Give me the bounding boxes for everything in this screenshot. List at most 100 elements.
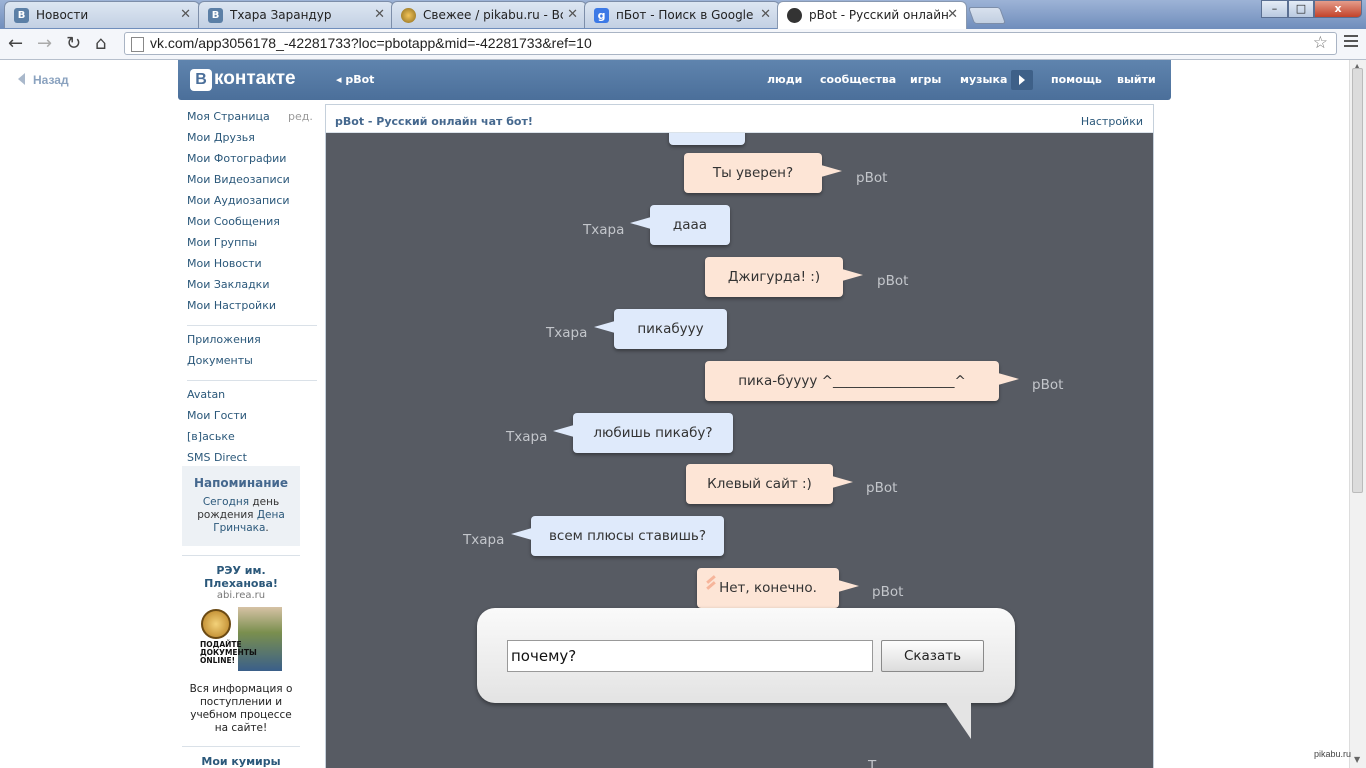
new-tab-button[interactable] (967, 7, 1007, 24)
user-sender-label: Тхара (506, 429, 548, 445)
reload-icon[interactable]: ↻ (66, 33, 82, 54)
bot-message-text: Нет, конечно. (719, 580, 817, 596)
home-icon[interactable]: ⌂ (95, 33, 107, 54)
bottom-sender-label: Т (868, 758, 877, 768)
tab-title: Тхара Зарандур (230, 8, 332, 22)
back-link[interactable]: Назад (18, 73, 69, 87)
left-menu: Моя Страница Мои Друзья Мои Фотографии М… (187, 110, 322, 472)
nav-games[interactable]: игры (910, 73, 942, 86)
user-message: пикабууу (594, 309, 727, 349)
close-tab-icon[interactable]: ✕ (567, 7, 578, 22)
menu-photos[interactable]: Мои Фотографии (187, 152, 287, 165)
menu-apps[interactable]: Приложения (187, 333, 261, 346)
menu-groups[interactable]: Мои Группы (187, 236, 258, 249)
tab-title: pBot - Русский онлайн ч (809, 8, 949, 22)
menu-my-page[interactable]: Моя Страница (187, 110, 270, 123)
scroll-thumb[interactable] (1352, 68, 1363, 493)
menu-documents[interactable]: Документы (187, 354, 253, 367)
menu-sms-direct[interactable]: SMS Direct (187, 451, 247, 464)
message-input[interactable] (507, 640, 873, 672)
google-icon: g (594, 8, 609, 23)
nav-communities[interactable]: сообщества (820, 73, 897, 86)
reminder-name-link[interactable]: Дена Гринчака (213, 509, 285, 534)
input-panel-tail (945, 701, 971, 739)
page-icon (131, 37, 144, 52)
bot-sender-label: pBot (866, 480, 898, 496)
ad-domain: abi.rea.ru (216, 590, 266, 601)
browser-tab[interactable]: В Тхара Зарандур ✕ (198, 1, 394, 28)
ad-title[interactable]: РЭУ им. Плеханова! (204, 564, 278, 590)
nav-music[interactable]: музыка (960, 73, 1008, 86)
menu-audio[interactable]: Мои Аудиозаписи (187, 194, 290, 207)
browser-tab[interactable]: Свежее / pikabu.ru - Все ✕ (391, 1, 587, 28)
minimize-button[interactable]: – (1261, 0, 1288, 18)
forward-arrow-icon[interactable]: → (37, 33, 53, 54)
chat-area: Ты уверен? pBot дааа Тхара Джигурда! :) … (326, 133, 1153, 768)
bot-message: Нет, конечно. (697, 568, 859, 608)
menu-settings[interactable]: Мои Настройки (187, 299, 276, 312)
vk-icon: В (208, 8, 223, 23)
idols-title[interactable]: Мои кумиры (182, 746, 300, 768)
back-arrow-icon[interactable]: ← (8, 33, 24, 54)
browser-tab[interactable]: g пБот - Поиск в Google ✕ (584, 1, 780, 28)
app-frame-title: pBot - Русский онлайн чат бот! (335, 115, 533, 128)
message-input-panel: Сказать (477, 608, 1015, 739)
url-text[interactable]: vk.com/app3056178_-42281733?loc=pbotapp&… (150, 35, 592, 51)
menu-divider (187, 380, 317, 381)
music-play-button[interactable] (1011, 70, 1033, 90)
bot-sender-label: pBot (872, 584, 904, 600)
user-message: любишь пикабу? (553, 413, 733, 453)
menu-bookmarks[interactable]: Мои Закладки (187, 278, 270, 291)
maximize-button[interactable]: □ (1288, 0, 1314, 18)
scroll-up-icon[interactable]: ▲ (1354, 62, 1361, 71)
menu-vaske[interactable]: [в]аське (187, 430, 235, 443)
play-icon (1019, 75, 1025, 85)
vk-icon: В (14, 8, 29, 23)
close-tab-icon[interactable]: ✕ (760, 7, 771, 22)
browser-tabstrip: В Новости ✕ В Тхара Зарандур ✕ Свежее / … (0, 0, 1366, 30)
close-tab-icon[interactable]: ✕ (947, 7, 958, 22)
browser-tab[interactable]: В Новости ✕ (4, 1, 200, 28)
reminder-today-link[interactable]: Сегодня (202, 496, 250, 508)
typing-pencil-icon (706, 575, 716, 597)
app-frame: pBot - Русский онлайн чат бот! Настройки… (325, 104, 1154, 768)
bot-message: пика-буууу ^__________________^ (705, 361, 1019, 401)
menu-news[interactable]: Мои Новости (187, 257, 262, 270)
header-app-link[interactable]: ◂ pBot (336, 73, 375, 86)
reminder-box: Напоминание Сегодня день рождения Дена Г… (182, 466, 300, 546)
vk-logo-text: контакте (214, 68, 296, 89)
close-tab-icon[interactable]: ✕ (180, 7, 191, 22)
browser-menu-icon[interactable] (1344, 35, 1358, 49)
menu-guests[interactable]: Мои Гости (187, 409, 247, 422)
university-emblem (201, 609, 231, 639)
bot-message: Клевый сайт :) (686, 464, 853, 504)
bookmark-star-icon[interactable]: ☆ (1312, 33, 1328, 53)
chat-bubble-partial (669, 133, 745, 145)
menu-friends[interactable]: Мои Друзья (187, 131, 255, 144)
address-bar[interactable]: vk.com/app3056178_-42281733?loc=pbotapp&… (124, 32, 1337, 55)
reminder-dot: . (265, 522, 269, 534)
reminder-text: Сегодня день рождения Дена Гринчака. (182, 496, 300, 535)
scroll-down-icon[interactable]: ▼ (1354, 755, 1361, 764)
close-tab-icon[interactable]: ✕ (374, 7, 385, 22)
browser-tab-active[interactable]: pBot - Русский онлайн ч ✕ (777, 1, 967, 30)
ad-image[interactable]: ПОДАЙТЕ ДОКУМЕНТЫ ONLINE! (200, 607, 282, 671)
menu-messages[interactable]: Мои Сообщения (187, 215, 280, 228)
menu-avatan[interactable]: Avatan (187, 388, 226, 401)
page-scrollbar[interactable]: ▲ ▼ (1349, 60, 1366, 768)
reminder-title: Напоминание (193, 476, 289, 490)
close-window-button[interactable]: x (1314, 0, 1362, 18)
edit-menu-link[interactable]: ред. (288, 110, 313, 123)
header-app-title: pBot (345, 73, 375, 86)
nav-logout[interactable]: выйти (1117, 73, 1156, 86)
say-button[interactable]: Сказать (881, 640, 984, 672)
nav-help[interactable]: помощь (1051, 73, 1102, 86)
ad-people-image (238, 607, 282, 671)
back-triangle-icon (18, 73, 25, 85)
app-settings-link[interactable]: Настройки (1080, 115, 1143, 128)
bot-sender-label: pBot (877, 273, 909, 289)
menu-videos[interactable]: Мои Видеозаписи (187, 173, 290, 186)
nav-people[interactable]: люди (767, 73, 803, 86)
ad-block[interactable]: РЭУ им. Плеханова! abi.rea.ru ПОДАЙТЕ ДО… (182, 555, 300, 735)
